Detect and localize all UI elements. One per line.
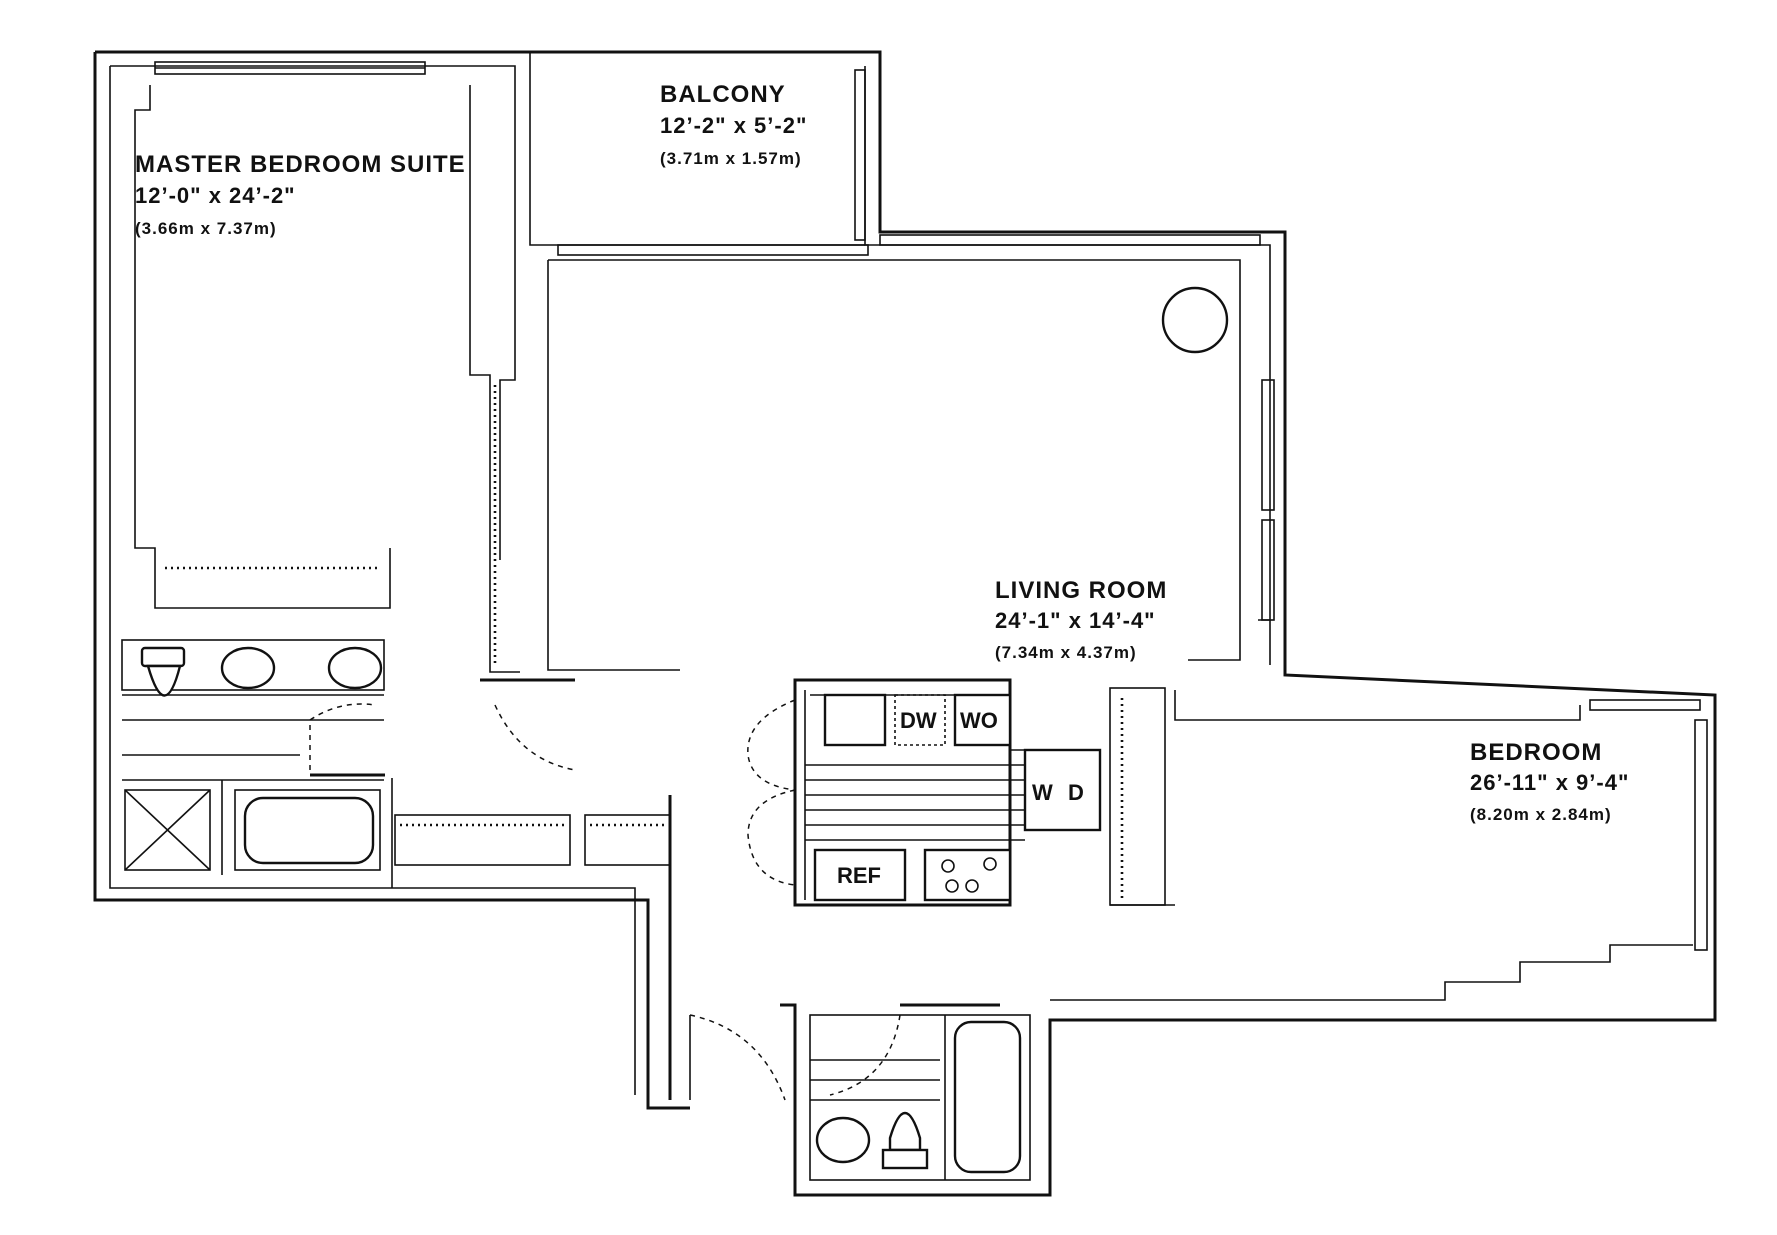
column-icon — [1161, 286, 1229, 354]
bathtub-icon — [234, 789, 381, 871]
living-room-name: LIVING ROOM — [995, 577, 1167, 604]
living-room: LIVING ROOM 24’-1" x 14’-4" (7.34m x 4.3… — [995, 286, 1229, 662]
balcony: BALCONY 12’-2" x 5’-2" (3.71m x 1.57m) — [660, 81, 807, 168]
toilet-icon — [140, 646, 186, 697]
master-bedroom-metric: (3.66m x 7.37m) — [135, 219, 277, 238]
counter-slats — [805, 764, 1025, 841]
sink-icon — [815, 1116, 871, 1164]
second-bath — [809, 1003, 1031, 1181]
closet-rod — [165, 385, 497, 665]
living-room-metric: (7.34m x 4.37m) — [995, 643, 1137, 662]
exterior-walls — [93, 50, 1717, 1197]
cooktop-icon — [923, 848, 1012, 902]
balcony-name: BALCONY — [660, 81, 786, 108]
door-swing — [494, 704, 576, 771]
bedroom-dims: 26’-11" x 9’-4" — [1470, 770, 1629, 795]
door-swing — [747, 789, 796, 886]
sink-icon — [327, 646, 383, 690]
entry-hall — [668, 795, 786, 1101]
master-bedroom: MASTER BEDROOM SUITE 12’-0" x 24’-2" (3.… — [134, 85, 520, 673]
shower-icon — [124, 789, 211, 871]
bedroom: BEDROOM 26’-11" x 9’-4" (8.20m x 2.84m) — [1050, 687, 1693, 1001]
balcony-dims: 12’-2" x 5’-2" — [660, 113, 807, 138]
sink-icon — [220, 646, 276, 690]
entry-door-swing — [689, 1014, 786, 1101]
refrigerator-label: REF — [837, 863, 881, 888]
windows — [154, 61, 1708, 951]
kitchen-sink-icon — [823, 693, 887, 747]
hall-closets — [394, 678, 671, 866]
washer-label: W — [1032, 780, 1053, 805]
master-bedroom-dims: 12’-0" x 24’-2" — [135, 183, 296, 208]
bedroom-name: BEDROOM — [1470, 739, 1602, 766]
master-bedroom-name: MASTER BEDROOM SUITE — [135, 151, 466, 178]
toilet-icon — [881, 1112, 929, 1170]
bathtub-icon — [953, 1020, 1022, 1174]
living-room-dims: 24’-1" x 14’-4" — [995, 608, 1156, 633]
dishwasher-label: DW — [900, 708, 937, 733]
dryer-label: D — [1068, 780, 1084, 805]
balcony-metric: (3.71m x 1.57m) — [660, 149, 802, 168]
wall-oven-label: WO — [960, 708, 998, 733]
master-bath — [121, 639, 393, 888]
kitchen: DW WO W D REF — [747, 678, 1102, 907]
bedroom-metric: (8.20m x 2.84m) — [1470, 805, 1612, 824]
door-swing — [829, 1014, 901, 1096]
door-swing — [309, 703, 376, 770]
door-swing — [747, 699, 796, 791]
